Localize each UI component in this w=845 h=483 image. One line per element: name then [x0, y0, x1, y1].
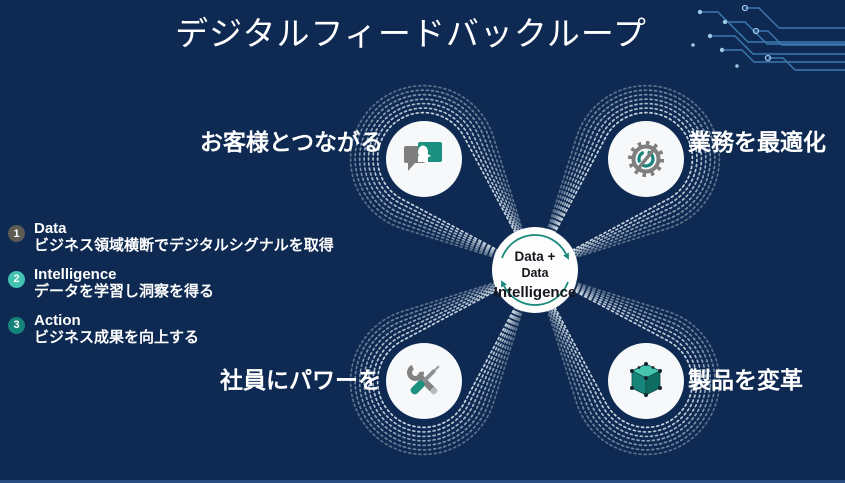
list-item-action: 3 Action ビジネス成果を向上する [8, 312, 408, 347]
steps-list: 1 Data ビジネス領域横断でデジタルシグナルを取得 2 Intelligen… [8, 220, 408, 346]
step-title-action: Action [34, 311, 81, 329]
step-title-data: Data [34, 220, 67, 237]
step-title-intelligence: Intelligence [34, 265, 117, 283]
node-label-products: 製品を変革 [688, 367, 803, 393]
center-text-line3: Intelligence [494, 284, 577, 301]
wrench-screwdriver-icon [407, 364, 440, 395]
list-item-data: 1 Data ビジネス領域横断でデジタルシグナルを取得 [8, 220, 408, 255]
chat-bubbles-icon [404, 142, 442, 171]
step-badge-3: 3 [8, 316, 25, 334]
step-description-data: ビジネス領域横断でデジタルシグナルを取得 [34, 237, 334, 255]
center-circle [492, 227, 578, 313]
bottom-accent-bar [0, 480, 845, 483]
cycle-arrows-icon [501, 234, 569, 306]
center-text-line2: Data [521, 266, 549, 280]
list-item-intelligence: 2 Intelligence データを学習し洞察を得る [8, 266, 408, 301]
circuit-decoration [691, 4, 845, 71]
step-badge-1: 1 [8, 225, 25, 242]
cube-icon [630, 362, 662, 397]
gear-icon [628, 141, 664, 177]
node-label-operations: 業務を最適化 [688, 129, 826, 155]
step-description-intelligence: データを学習し洞察を得る [34, 283, 215, 301]
center-text-line1: Data + [515, 249, 556, 264]
step-description-action: ビジネス成果を向上する [34, 328, 200, 346]
page-title: デジタルフィードバックループ [175, 15, 647, 52]
node-label-employees: 社員にパワーを [220, 367, 381, 393]
node-label-customers: お客様とつながる [199, 129, 383, 155]
step-badge-2: 2 [8, 270, 25, 288]
